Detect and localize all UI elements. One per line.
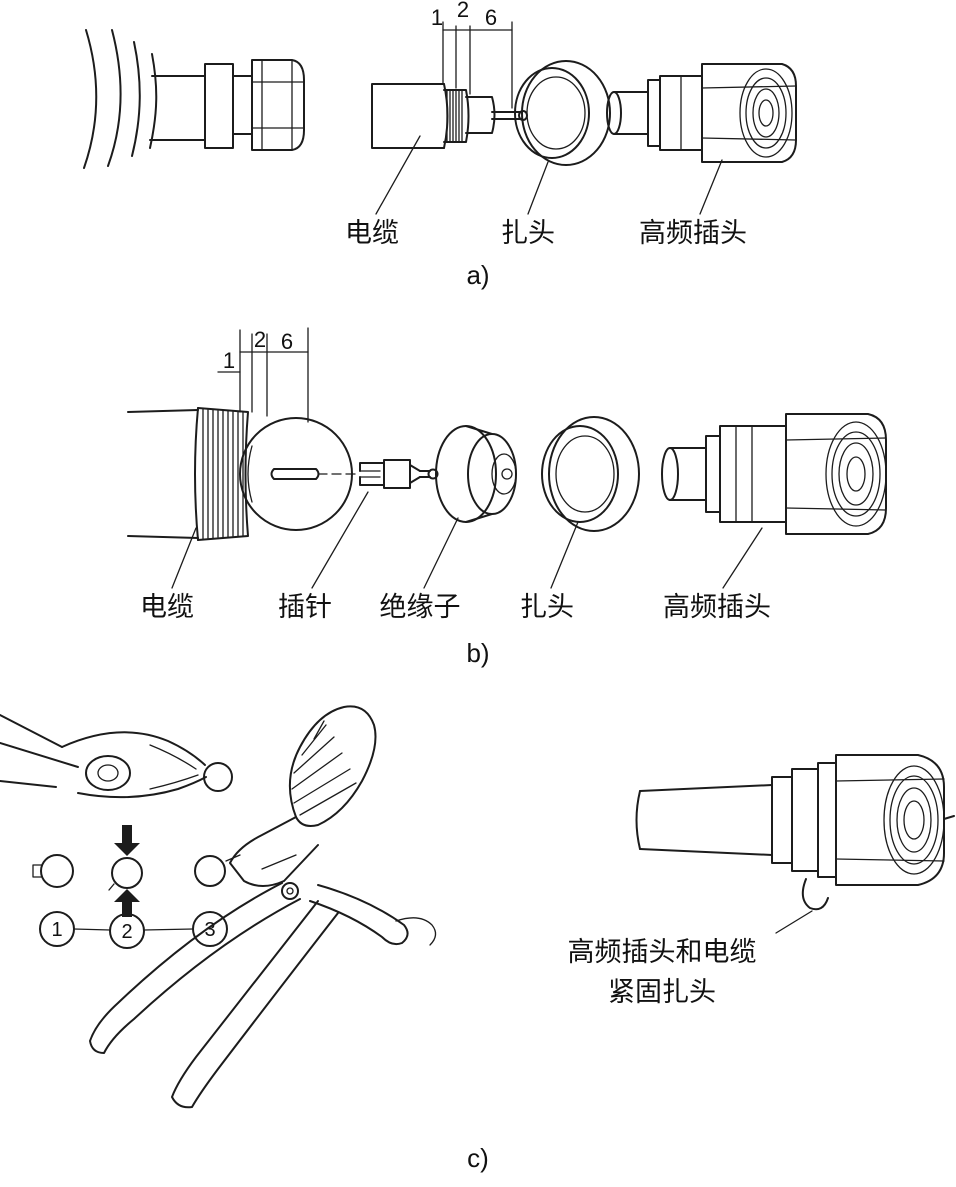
step-number-3: 3 [204,919,215,941]
label-insulator-b: 绝缘子 [380,592,461,622]
ferrule-ring-b [541,416,640,532]
finished-assembly [635,754,955,934]
cable-b [127,407,357,541]
insulator-b [435,425,517,523]
label-pin-b: 插针 [278,592,332,622]
dimension-marks-b [217,327,309,423]
assembled-connector-side-view [83,29,305,169]
label-cable-a: 电缆 [345,218,399,248]
section-b-diagram: 1 2 6 [127,327,887,668]
step-number-circles [39,911,228,949]
small-pliers [0,714,233,799]
result-label-line2: 紧固扎头 [608,977,716,1007]
caption-b: b) [466,638,489,668]
dim-a-1: 1 [431,5,443,30]
leader-lines-a [375,135,723,215]
stripped-cable [371,83,528,149]
step-number-1: 1 [51,919,62,941]
dimension-marks-a [442,21,513,109]
crimp-stage-sleeves [32,854,226,891]
section-c-diagram: 1 2 3 [0,705,955,1173]
leader-lines-b [171,491,763,589]
label-cable-b: 电缆 [140,592,194,622]
step-number-2: 2 [121,921,132,943]
rf-plug-a [606,63,797,163]
contact-pin-b [359,459,439,489]
dim-b-6: 6 [281,329,293,354]
dim-b-1: 1 [223,348,235,373]
crimping-pliers [89,705,437,1109]
caption-a: a) [466,260,489,290]
dim-b-2: 2 [254,327,266,352]
result-label-line1: 高频插头和电缆 [568,937,757,967]
rf-plug-b [661,413,887,535]
label-rf-plug-b: 高频插头 [663,592,771,622]
section-a-diagram: 1 2 6 [83,0,797,290]
label-ferrule-b: 扎头 [520,592,574,622]
crimp-direction-arrows [114,825,140,917]
dim-a-6: 6 [485,5,497,30]
dim-a-2: 2 [457,0,469,22]
label-ferrule-a: 扎头 [501,218,555,248]
caption-c: c) [467,1143,489,1173]
label-rf-plug-a: 高频插头 [639,218,747,248]
ferrule-ring-a [514,60,611,166]
